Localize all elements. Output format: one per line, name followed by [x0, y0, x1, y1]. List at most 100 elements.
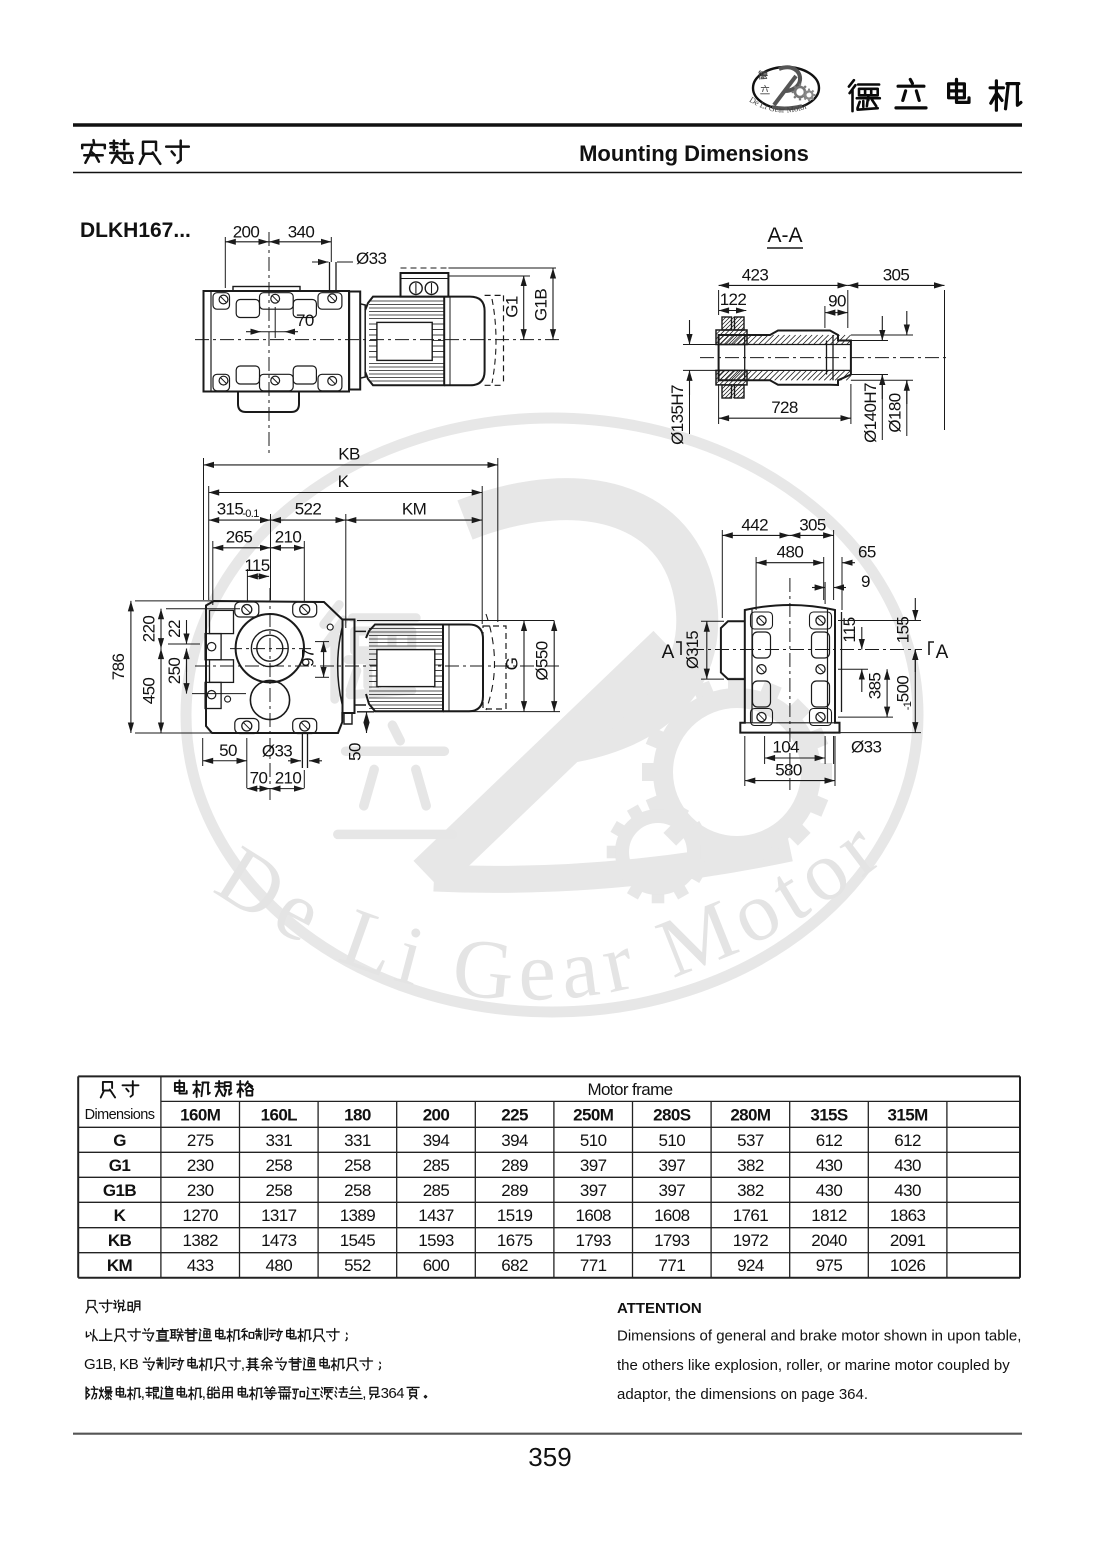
svg-text:285: 285	[423, 1181, 450, 1200]
svg-text:230: 230	[187, 1181, 214, 1200]
svg-text:433: 433	[187, 1256, 214, 1275]
svg-text:1761: 1761	[733, 1206, 769, 1225]
svg-text:G1: G1	[503, 296, 522, 318]
svg-text:-1: -1	[902, 701, 914, 710]
svg-text:the others like explosion, rol: the others like explosion, roller, or ma…	[617, 1357, 1010, 1374]
svg-text:510: 510	[580, 1131, 607, 1150]
svg-text:210: 210	[275, 769, 302, 788]
svg-text:480: 480	[266, 1256, 293, 1275]
svg-text:Motor frame: Motor frame	[587, 1080, 672, 1099]
svg-text:1793: 1793	[575, 1231, 611, 1250]
svg-text:430: 430	[816, 1156, 843, 1175]
svg-text:430: 430	[816, 1181, 843, 1200]
svg-text:KM: KM	[107, 1256, 133, 1275]
svg-text:G1B: G1B	[103, 1181, 136, 1200]
svg-text:382: 382	[737, 1181, 764, 1200]
svg-text:1437: 1437	[418, 1206, 454, 1225]
svg-text:397: 397	[580, 1156, 607, 1175]
svg-text:1473: 1473	[261, 1231, 297, 1250]
svg-text:397: 397	[659, 1156, 686, 1175]
svg-text:305: 305	[799, 516, 826, 535]
svg-text:258: 258	[344, 1156, 371, 1175]
svg-text:50: 50	[346, 743, 365, 761]
svg-text:397: 397	[659, 1181, 686, 1200]
svg-text:612: 612	[816, 1131, 843, 1150]
svg-text:230: 230	[187, 1156, 214, 1175]
svg-text:Dimensions of general and brak: Dimensions of general and brake motor sh…	[617, 1328, 1021, 1345]
svg-text:385: 385	[866, 673, 885, 700]
svg-text:50: 50	[219, 741, 237, 760]
svg-text:289: 289	[501, 1181, 528, 1200]
svg-text:90: 90	[828, 292, 846, 311]
svg-text:1793: 1793	[654, 1231, 690, 1250]
svg-text:160L: 160L	[261, 1106, 298, 1125]
svg-text:1545: 1545	[340, 1231, 376, 1250]
svg-text:KB: KB	[338, 445, 360, 464]
svg-text:9: 9	[861, 572, 870, 591]
svg-text:KB: KB	[108, 1231, 132, 1250]
svg-text:450: 450	[140, 678, 159, 705]
svg-text:275: 275	[187, 1131, 214, 1150]
svg-text:331: 331	[266, 1131, 293, 1150]
svg-text:115: 115	[244, 556, 269, 575]
svg-text:315: 315	[217, 500, 244, 519]
svg-text:250: 250	[165, 658, 184, 685]
svg-text:265: 265	[226, 527, 253, 546]
svg-text:331: 331	[344, 1131, 371, 1150]
svg-text:210: 210	[275, 527, 302, 546]
svg-text:Mounting Dimensions: Mounting Dimensions	[579, 141, 809, 166]
svg-text:1270: 1270	[182, 1206, 218, 1225]
svg-text:97: 97	[299, 649, 318, 667]
svg-text:771: 771	[580, 1256, 607, 1275]
svg-text:522: 522	[295, 500, 322, 519]
svg-text:115: 115	[840, 617, 859, 642]
svg-text:258: 258	[266, 1181, 293, 1200]
svg-text:394: 394	[501, 1131, 528, 1150]
svg-text:382: 382	[737, 1156, 764, 1175]
svg-text:G: G	[503, 658, 522, 671]
svg-text:394: 394	[423, 1131, 450, 1150]
svg-text:1608: 1608	[575, 1206, 611, 1225]
svg-text:G1B: G1B	[532, 289, 551, 321]
svg-text:500: 500	[894, 676, 913, 703]
svg-text:ATTENTION: ATTENTION	[617, 1300, 702, 1317]
svg-text:924: 924	[737, 1256, 764, 1275]
svg-text:K: K	[114, 1206, 127, 1225]
svg-text:305: 305	[883, 266, 910, 285]
svg-text:225: 225	[501, 1106, 528, 1125]
svg-text:285: 285	[423, 1156, 450, 1175]
svg-text:70: 70	[296, 311, 314, 330]
svg-text:200: 200	[423, 1106, 450, 1125]
svg-text:364: 364	[381, 1385, 404, 1402]
svg-text:430: 430	[894, 1156, 921, 1175]
svg-text:2091: 2091	[890, 1231, 926, 1250]
svg-text:1608: 1608	[654, 1206, 690, 1225]
svg-text:-0.1: -0.1	[242, 508, 259, 520]
svg-text:22: 22	[165, 620, 184, 638]
svg-text:1026: 1026	[890, 1256, 926, 1275]
svg-text:A-A: A-A	[767, 224, 802, 247]
svg-text:,: ,	[202, 1385, 206, 1402]
svg-text:K: K	[338, 472, 350, 491]
svg-text:258: 258	[266, 1156, 293, 1175]
svg-text:430: 430	[894, 1181, 921, 1200]
svg-text:280S: 280S	[653, 1106, 691, 1125]
svg-text:Ø33: Ø33	[851, 738, 881, 757]
svg-text:G1: G1	[109, 1156, 131, 1175]
svg-text:552: 552	[344, 1256, 371, 1275]
svg-text:200: 200	[233, 223, 260, 242]
svg-text:Ø140H7: Ø140H7	[861, 383, 880, 443]
svg-text:315M: 315M	[888, 1106, 929, 1125]
svg-text:612: 612	[894, 1131, 921, 1150]
svg-text:786: 786	[109, 654, 128, 681]
svg-text:771: 771	[659, 1256, 686, 1275]
svg-text:65: 65	[858, 543, 876, 562]
svg-text:1675: 1675	[497, 1231, 533, 1250]
svg-text:1863: 1863	[890, 1206, 926, 1225]
svg-text:adaptor, the dimensions on pag: adaptor, the dimensions on page 364.	[617, 1386, 868, 1403]
svg-text:423: 423	[742, 266, 769, 285]
svg-text:Ø550: Ø550	[533, 641, 552, 680]
svg-text:155: 155	[894, 617, 913, 644]
svg-text:Ø33: Ø33	[356, 249, 386, 268]
svg-text:480: 480	[777, 543, 804, 562]
